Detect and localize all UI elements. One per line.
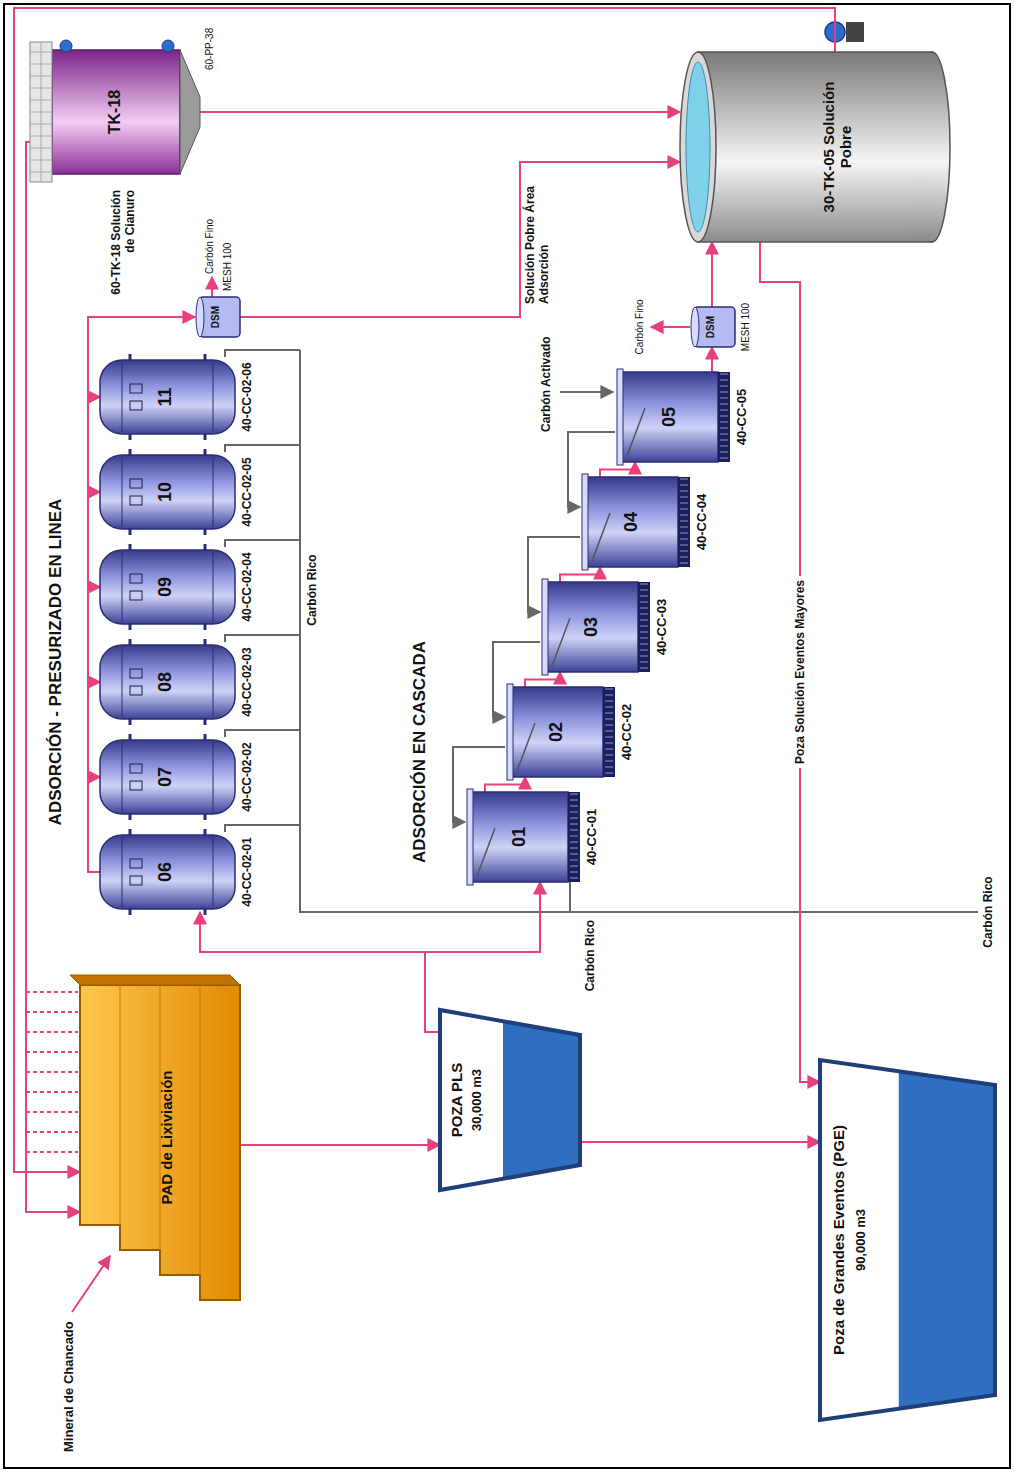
node-label: TK-18 [106, 42, 124, 182]
node-label: PAD de Lixiviación [158, 975, 175, 1300]
carbon-feed-arrow [560, 391, 613, 393]
solution-line [26, 142, 80, 1212]
node-tag: 40-CC-01 [585, 778, 600, 896]
solution-line [711, 347, 713, 372]
solution-line [760, 242, 820, 1082]
solution-line [560, 567, 600, 582]
node-label: 04 [621, 477, 642, 567]
solution-line [711, 242, 713, 307]
solution-line [88, 587, 100, 682]
node-label: 03 [581, 582, 602, 672]
node-label: 08 [155, 642, 176, 722]
node-tag: MESH 100 [740, 293, 752, 361]
node-label: POZA PLS [448, 1010, 465, 1190]
flow-label: ADSORCIÓN EN CASCADA [410, 641, 430, 863]
event-pond: Poza de Grandes Eventos (PGE) 90,000 m3 [820, 1060, 995, 1420]
solution-line [240, 162, 680, 317]
fines-arrow [211, 277, 213, 297]
node-label: DSM [210, 297, 222, 337]
solution-line [88, 397, 100, 492]
node-tag: 40-CC-04 [695, 463, 710, 581]
node-label: 09 [155, 547, 176, 627]
adsorption-column: 0740-CC-02-02 [100, 737, 235, 817]
cyanide-tank: TK-1860-TK-18 Solución de Cianuro [30, 42, 200, 182]
cascade-tank: 0340-CC-03 [540, 582, 650, 672]
dsm-screen: DSMMESH 100 [690, 307, 735, 347]
spray-lines [26, 992, 78, 1152]
leach-pad-shape [60, 975, 240, 1300]
node-label: 02 [546, 687, 567, 777]
cascade-tank: 0540-CC-05 [615, 372, 730, 462]
adsorption-column: 1040-CC-02-05 [100, 452, 235, 532]
solution-line [580, 1141, 820, 1143]
solution-line [88, 777, 100, 872]
solution-line [200, 111, 680, 113]
feed-arrow [72, 1256, 110, 1312]
flow-label: ADSORCIÓN - PRESURIZADO EN LINEA [46, 499, 66, 826]
cascade-tank: 0240-CC-02 [505, 687, 615, 777]
node-tag: 60-TK-18 Solución de Cianuro [110, 190, 138, 308]
cascade-tank: 0140-CC-01 [465, 792, 580, 882]
flow-label: Solución Pobre Área Adsorción [524, 174, 552, 304]
node-tag: 40-CC-05 [735, 358, 750, 476]
node-tag: 40-CC-02-03 [241, 628, 255, 736]
adsorption-column: 1140-CC-02-06 [100, 357, 235, 437]
cascade-tank: 0440-CC-04 [580, 477, 690, 567]
flow-label: 60-PP-38 [204, 28, 216, 70]
adsorption-column: 0940-CC-02-04 [100, 547, 235, 627]
flow-label: Carbón Fino [634, 299, 646, 354]
node-tag: MESH 100 [222, 243, 234, 291]
adsorption-column: 0640-CC-02-01 [100, 832, 235, 912]
node-tag: 40-CC-02 [620, 673, 635, 791]
barren-tank-shape [680, 52, 950, 242]
line-label: Poza Solución Eventos Mayores [793, 576, 807, 768]
solution-line [88, 682, 100, 777]
solution-line [240, 1144, 440, 1146]
node-label: 01 [509, 792, 530, 882]
leach-pad: PAD de Lixiviación [60, 975, 240, 1300]
rich-carbon-lines [225, 350, 978, 912]
pump-symbol [825, 22, 864, 42]
flow-label: Carbón Activado [540, 336, 554, 432]
solution-line [485, 777, 525, 792]
adsorption-column: 0840-CC-02-03 [100, 642, 235, 722]
flow-label: Carbón Rico [982, 876, 996, 947]
pls-pond: POZA PLS 30,000 m3 [440, 1010, 580, 1190]
flow-label: Carbón Rico [584, 920, 598, 991]
node-label: 05 [659, 372, 680, 462]
node-tag: 30,000 m3 [470, 1010, 485, 1190]
node-label: 30-TK-05 Solución Pobre [820, 72, 855, 222]
node-label: 06 [155, 832, 176, 912]
flow-label: Carbón Rico [306, 554, 320, 625]
flow-label: Carbón Fino [204, 219, 216, 274]
node-label: DSM [705, 307, 717, 347]
node-tag: 40-CC-02-02 [241, 723, 255, 831]
barren-tank: 30-TK-05 Solución Pobre [680, 52, 950, 242]
node-label: 10 [155, 452, 176, 532]
node-tag: 40-CC-02-05 [241, 438, 255, 546]
flow-label: Mineral de Chancado [62, 1321, 77, 1452]
node-label: Poza de Grandes Eventos (PGE) [830, 1060, 847, 1420]
node-tag: 40-CC-02-06 [241, 343, 255, 451]
frame [4, 4, 1010, 1468]
fines-arrow [651, 326, 690, 328]
node-tag: 40-CC-02-01 [241, 818, 255, 926]
node-label: 11 [155, 357, 176, 437]
node-label: 07 [155, 737, 176, 817]
node-tag: 90,000 m3 [854, 1060, 869, 1420]
node-tag: 40-CC-03 [655, 568, 670, 686]
dsm-screen: DSMMESH 100 [195, 297, 240, 337]
solution-line [88, 492, 100, 587]
node-tag: 40-CC-02-04 [241, 533, 255, 641]
